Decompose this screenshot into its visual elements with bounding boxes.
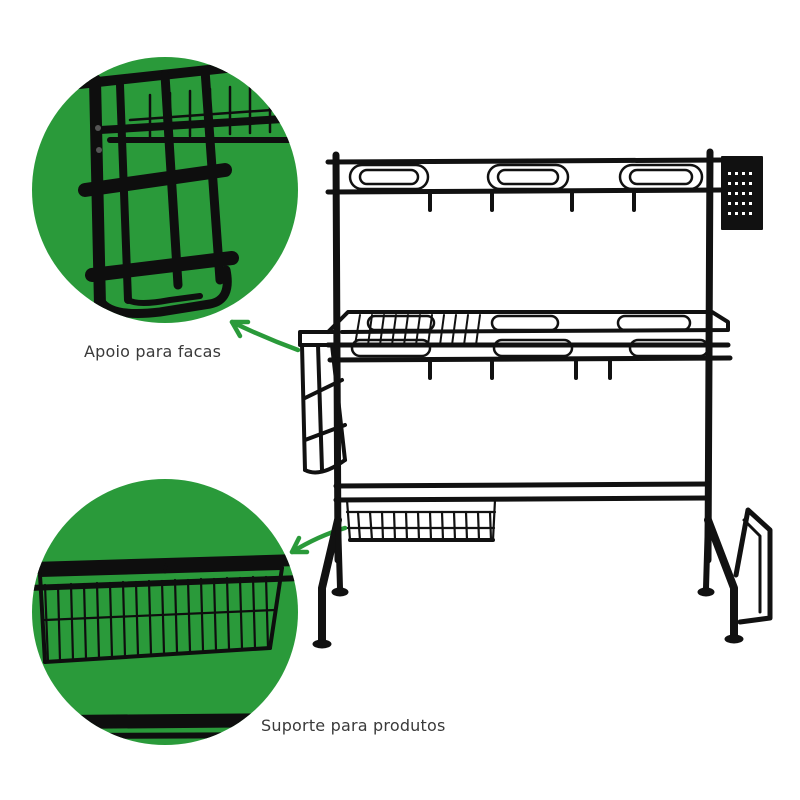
callout-label-knife-holder: Apoio para facas <box>84 342 222 361</box>
zoom-circle-basket <box>32 479 298 745</box>
curved-arrow-icon <box>229 319 301 353</box>
dish-rack <box>298 148 773 649</box>
zoom-circle-knife-holder <box>32 57 298 323</box>
callout-label-product-holder: Suporte para produtos <box>261 716 446 735</box>
